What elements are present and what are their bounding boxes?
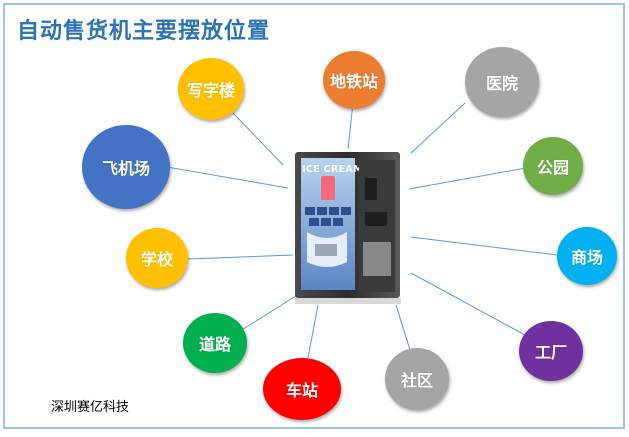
connector-line [395, 304, 412, 354]
vending-machine-image: ICE CREAM [295, 152, 401, 304]
location-hospital: 医院 [465, 47, 539, 117]
connector-line [410, 272, 526, 336]
company-name: 深圳赛亿科技 [51, 400, 130, 415]
location-label: 商场 [570, 248, 603, 267]
location-label: 公园 [536, 158, 569, 177]
connector-line [166, 166, 289, 189]
location-office-building: 写字楼 [178, 58, 244, 120]
location-community: 社区 [385, 348, 449, 410]
connector-line [410, 102, 466, 154]
connector-line [187, 254, 294, 260]
connector-line [306, 304, 319, 364]
location-airport: 飞机场 [82, 125, 170, 209]
location-label: 飞机场 [101, 159, 150, 178]
location-label: 写字楼 [186, 81, 235, 100]
diagram-title: 自动售货机主要摆放位置 [17, 18, 271, 44]
connector-lines [166, 102, 558, 364]
location-road: 道路 [183, 313, 247, 373]
location-factory: 工厂 [519, 321, 583, 381]
location-subway-station: 地铁站 [323, 51, 385, 109]
location-mall: 商场 [557, 227, 617, 285]
location-label: 医院 [485, 74, 518, 93]
connector-line [408, 167, 527, 190]
location-label: 车站 [285, 381, 318, 400]
location-label: 学校 [140, 250, 173, 269]
location-label: 道路 [198, 335, 231, 354]
connector-line [236, 293, 300, 334]
connector-line [347, 102, 354, 150]
location-park: 公园 [523, 137, 583, 195]
connector-line [232, 112, 284, 166]
connector-line [410, 236, 558, 256]
location-label: 社区 [400, 371, 433, 390]
location-label: 地铁站 [329, 72, 378, 91]
machine-label: ICE CREAM [302, 164, 363, 175]
location-label: 工厂 [534, 343, 567, 362]
location-station: 车站 [263, 358, 341, 420]
diagram-frame: 自动售货机主要摆放位置 ICE CREAM [3, 3, 625, 429]
location-school: 学校 [126, 228, 188, 288]
